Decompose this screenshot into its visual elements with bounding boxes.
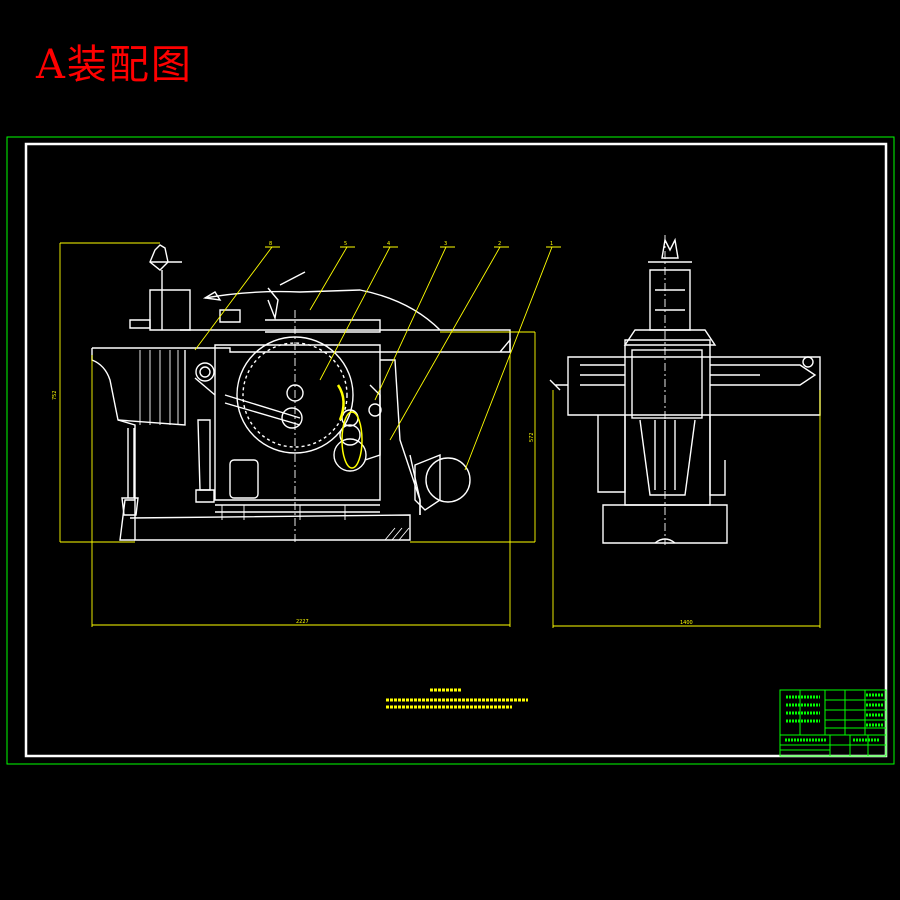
balloon-label: 2 (498, 241, 501, 247)
front-dimensions: 752 2227 572 (52, 242, 536, 627)
inner-frame (24, 142, 888, 758)
technical-notes (386, 688, 528, 709)
dim-left-height: 752 (52, 390, 58, 400)
leaders: 8 5 4 3 2 1 (194, 241, 561, 471)
front-view (91, 244, 511, 545)
title-block (779, 689, 887, 757)
dim-right-height: 572 (529, 432, 535, 442)
balloon-label: 3 (444, 241, 447, 247)
side-dimensions: 1400 (552, 390, 821, 628)
dim-left-width: 2227 (296, 619, 309, 625)
outer-frame (6, 136, 895, 765)
dim-right-width: 1400 (680, 620, 693, 626)
balloon-label: 5 (344, 241, 347, 247)
balloon-label: 4 (387, 241, 390, 247)
side-view (549, 235, 821, 545)
balloon-label: 8 (269, 241, 272, 247)
balloon-label: 1 (550, 241, 553, 247)
drawing-title: A装配图 (36, 42, 193, 88)
